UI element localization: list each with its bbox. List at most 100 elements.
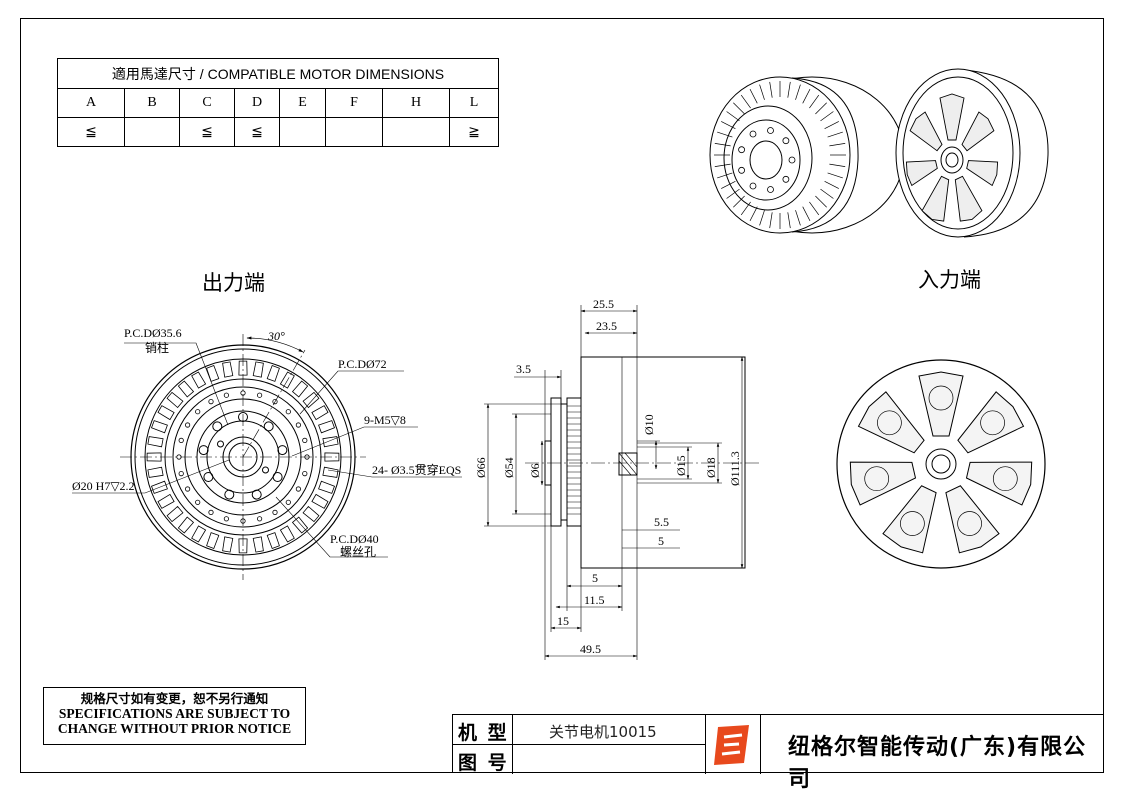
bearing-roller — [957, 511, 982, 536]
iso-slot — [740, 94, 751, 109]
stator-slot — [157, 405, 175, 421]
bearing-roller — [980, 410, 1005, 436]
stator-slot — [318, 420, 336, 434]
stator-slot — [157, 493, 175, 509]
eqs-hole — [272, 398, 278, 405]
iso-slot — [717, 131, 733, 138]
iso-slot — [824, 121, 839, 130]
iso-slot — [795, 210, 801, 226]
iso-hole — [738, 166, 745, 174]
m5-hole — [272, 472, 283, 482]
side-dimension-labels: 25.5 23.5 3.5 Ø66 Ø54 Ø6 Ø10 Ø15 Ø18 Ø11… — [474, 297, 742, 656]
dim-col-header: A — [57, 88, 125, 118]
pcd-pin-label: P.C.DØ35.6 — [124, 326, 182, 340]
m5-hole — [224, 489, 235, 500]
stator-slot — [302, 505, 320, 523]
iso-window — [921, 175, 950, 222]
iso-slot — [759, 210, 765, 226]
stator-slot — [177, 380, 195, 398]
m5-hole — [212, 421, 223, 432]
m5-hole — [263, 421, 274, 432]
stator-slot — [324, 452, 340, 462]
dim-cell — [382, 117, 450, 147]
stator-slot — [311, 405, 329, 421]
iso-slot — [769, 81, 773, 98]
iso-hole — [782, 137, 790, 145]
stator-slot — [150, 480, 168, 494]
company-name: 纽格尔智能传动(广东)有限公司 — [788, 735, 1087, 792]
stator-slot — [266, 364, 280, 382]
bearing-roller — [928, 385, 954, 411]
stator-slot — [238, 538, 248, 554]
iso-window — [905, 160, 938, 187]
drawing-frame — [20, 18, 1104, 773]
m5-hole — [203, 472, 214, 482]
stator-slot — [177, 516, 195, 534]
pcd-40-label: P.C.DØ40 — [330, 532, 379, 546]
iso-hole — [767, 186, 774, 193]
iso-window — [961, 111, 995, 152]
notice-en-1: SPECIFICATIONS ARE SUBJECT TO — [58, 706, 291, 721]
stator-slot — [302, 391, 320, 409]
dim-col-header: F — [325, 88, 383, 118]
eqs-hole — [302, 437, 308, 443]
iso-slot — [820, 111, 834, 122]
eqs-hole — [256, 516, 263, 522]
iso-slot — [714, 143, 731, 147]
iso-slot — [740, 201, 751, 216]
stator-slot — [266, 532, 280, 550]
stator-slot — [166, 391, 184, 409]
iso-slot — [714, 163, 731, 167]
iso-window — [939, 93, 965, 141]
eqs-hole — [178, 437, 184, 443]
iso-slot — [809, 94, 820, 109]
iso-slot — [787, 81, 791, 98]
m5-label: 9-M5▽8 — [364, 413, 406, 427]
iso-slot — [827, 172, 843, 179]
pin-label: 销柱 — [145, 340, 169, 355]
iso-slot — [721, 180, 736, 189]
title-block: 机 型 图 号 关节电机10015 纽格尔智能传动(广东)有限公司 — [452, 714, 1104, 792]
input-window — [945, 485, 1000, 554]
iso-slot — [802, 206, 811, 222]
iso-slot — [749, 206, 758, 222]
stator-slot — [147, 466, 164, 478]
front-view — [72, 334, 462, 580]
bearing-roller — [992, 466, 1018, 492]
stator-slot — [191, 371, 207, 389]
stator-slot — [238, 360, 248, 376]
bearing-roller — [877, 410, 902, 436]
stator-slot — [206, 532, 220, 550]
eqs-hole — [178, 470, 184, 477]
eqs-hole — [223, 392, 229, 398]
iso-slot — [824, 180, 839, 189]
stator-slot — [291, 516, 309, 534]
iso-slot — [815, 102, 827, 115]
eqs-hole — [185, 486, 191, 492]
iso-slot — [733, 102, 745, 115]
eqs-hole — [223, 516, 229, 522]
eqs-hole — [295, 486, 301, 492]
notice-en-2: CHANGE WITHOUT PRIOR NOTICE — [57, 721, 292, 736]
dimension-table-header-row: A B C D E F H L — [57, 88, 499, 118]
dim-label: 5.5 — [654, 515, 669, 529]
stator-slot — [222, 536, 234, 553]
dim-label: 3.5 — [516, 362, 531, 376]
iso-hole — [749, 130, 757, 138]
output-end-label: 出力端 — [202, 271, 265, 295]
dim-label: 11.5 — [584, 593, 605, 607]
iso-slot — [759, 84, 765, 100]
dim-label: Ø6 — [528, 463, 542, 478]
input-end-view — [836, 359, 1046, 569]
iso-hole — [782, 175, 790, 183]
iso-slot — [726, 111, 740, 122]
iso-hole — [738, 146, 745, 154]
iso-window — [909, 111, 943, 152]
stator-slot — [291, 380, 309, 398]
dim-cell: ≦ — [179, 117, 235, 147]
dim-label: 5 — [592, 571, 598, 585]
iso-slot — [809, 201, 820, 216]
stator-slot — [279, 371, 295, 389]
dim-label: Ø54 — [502, 457, 516, 478]
